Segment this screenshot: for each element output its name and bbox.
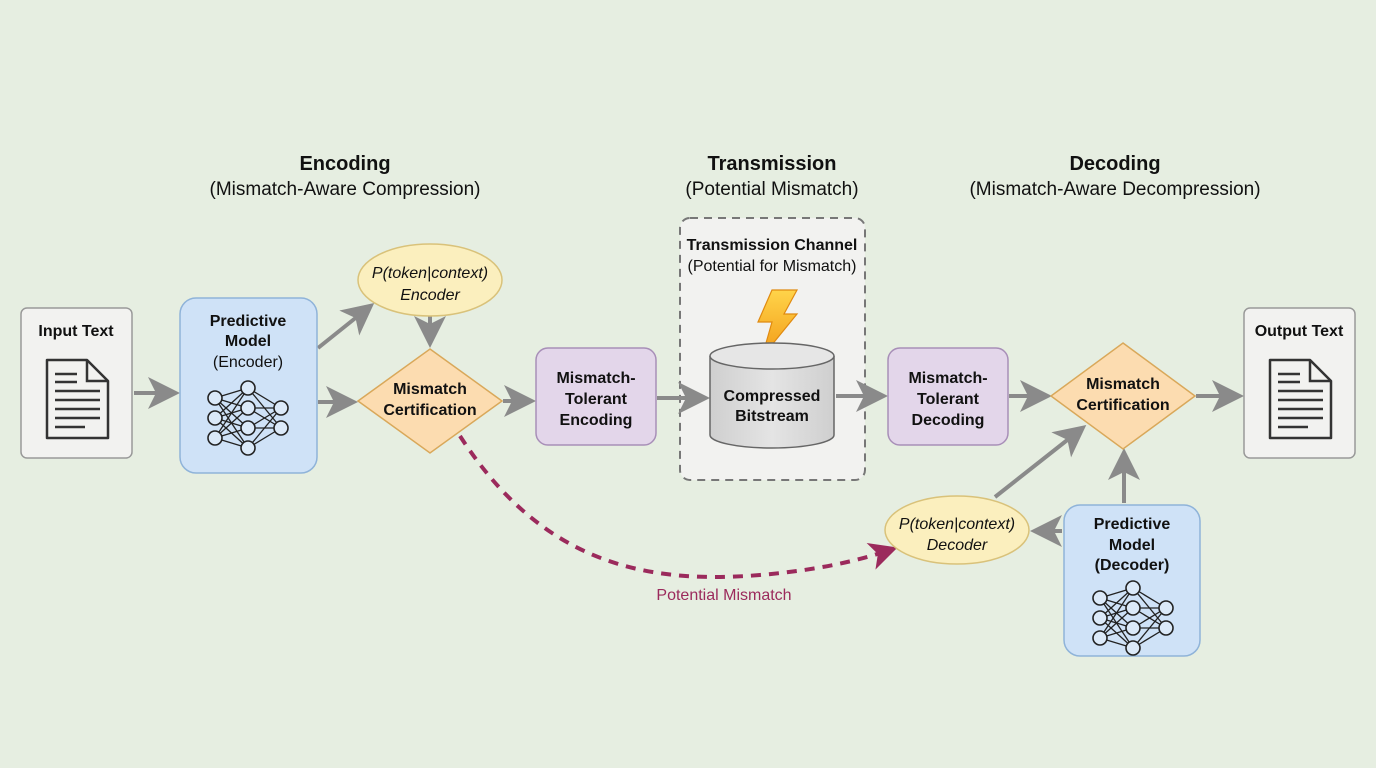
section-header-transmission: Transmission (Potential Mismatch): [685, 153, 858, 200]
nn-node: [1092, 610, 1108, 626]
nn-node: [240, 440, 256, 456]
probability-encoder-node[interactable]: P(token|context) Encoder: [357, 243, 503, 317]
section-header-decoding: Decoding (Mismatch-Aware Decompression): [969, 153, 1260, 200]
section-header-encoding: Encoding (Mismatch-Aware Compression): [210, 153, 481, 200]
nn-node: [207, 430, 223, 446]
nn-edge: [214, 387, 249, 439]
model-label-line: Model: [1109, 537, 1155, 554]
nn-node: [1125, 620, 1141, 636]
nn-node: [1092, 630, 1108, 646]
nn-node: [1125, 580, 1141, 596]
nn-node: [1125, 640, 1141, 656]
mismatch-tolerant-decoding[interactable]: Mismatch- Tolerant Decoding: [887, 347, 1009, 446]
mismatch-certification-decoder[interactable]: Mismatch Certification: [1049, 342, 1197, 450]
section-subtitle: (Potential Mismatch): [685, 179, 858, 200]
prob-label-line: P(token|context): [899, 516, 1015, 533]
model-label-line: Model: [225, 333, 271, 350]
probability-decoder-node[interactable]: P(token|context) Decoder: [884, 495, 1030, 565]
output-text-label: Output Text: [1255, 323, 1344, 340]
potential-mismatch-label: Potential Mismatch: [656, 587, 791, 604]
nn-node: [207, 410, 223, 426]
prob-label-line: Decoder: [927, 537, 988, 554]
section-subtitle: (Mismatch-Aware Compression): [210, 179, 481, 200]
bitstream-label-line: Compressed: [724, 388, 821, 405]
lightning-icon: [757, 289, 799, 358]
channel-subtitle: (Potential for Mismatch): [688, 258, 857, 275]
tolerant-label-line: Tolerant: [565, 391, 628, 408]
document-icon: [1268, 358, 1333, 440]
section-subtitle: (Mismatch-Aware Decompression): [969, 179, 1260, 200]
nn-node: [1092, 590, 1108, 606]
tolerant-label-line: Encoding: [560, 412, 633, 429]
arrow-prob-dec-to-cert: [993, 425, 1087, 499]
predictive-model-decoder[interactable]: Predictive Model (Decoder): [1063, 504, 1201, 657]
cert-label-line: Certification: [1076, 397, 1169, 414]
prob-label-line: P(token|context): [372, 265, 488, 282]
output-text-node[interactable]: Output Text: [1243, 307, 1356, 459]
input-text-label: Input Text: [38, 323, 114, 340]
model-label-line: Predictive: [210, 313, 287, 330]
nn-node: [240, 420, 256, 436]
tolerant-label-line: Tolerant: [917, 391, 980, 408]
neural-network-icon: [207, 380, 289, 456]
nn-node: [273, 400, 289, 416]
model-label-line: (Encoder): [213, 354, 283, 371]
section-title: Encoding: [299, 153, 390, 175]
cert-label-line: Mismatch: [393, 381, 467, 398]
nn-node: [1158, 620, 1174, 636]
nn-node: [207, 390, 223, 406]
nn-edge: [247, 407, 282, 449]
input-text-node[interactable]: Input Text: [20, 307, 133, 459]
model-label-line: Predictive: [1094, 516, 1171, 533]
document-icon: [45, 358, 110, 440]
prob-label-line: Encoder: [400, 287, 460, 304]
nn-edge: [1132, 607, 1167, 649]
section-title: Transmission: [708, 153, 837, 175]
neural-network-icon: [1092, 580, 1174, 656]
tolerant-label-line: Decoding: [912, 412, 985, 429]
model-label-line: (Decoder): [1095, 557, 1170, 574]
nn-node: [240, 400, 256, 416]
cert-label-line: Certification: [383, 402, 476, 419]
tolerant-label-line: Mismatch-: [556, 370, 635, 387]
cert-label-line: Mismatch: [1086, 376, 1160, 393]
channel-title: Transmission Channel: [687, 237, 858, 254]
potential-mismatch-arrow: [458, 434, 898, 579]
bitstream-label-line: Bitstream: [735, 408, 809, 425]
arrow-model-to-prob: [316, 303, 375, 350]
nn-node: [273, 420, 289, 436]
mismatch-certification-encoder[interactable]: Mismatch Certification: [356, 348, 504, 454]
nn-node: [240, 380, 256, 396]
mismatch-tolerant-encoding[interactable]: Mismatch- Tolerant Encoding: [535, 347, 657, 446]
arrows: [134, 303, 1244, 547]
compressed-bitstream[interactable]: Compressed Bitstream: [709, 342, 835, 449]
tolerant-label-line: Mismatch-: [908, 370, 987, 387]
nn-edge: [1099, 587, 1134, 639]
nn-node: [1158, 600, 1174, 616]
predictive-model-encoder[interactable]: Predictive Model (Encoder): [179, 297, 318, 474]
nn-node: [1125, 600, 1141, 616]
section-title: Decoding: [1069, 153, 1160, 175]
